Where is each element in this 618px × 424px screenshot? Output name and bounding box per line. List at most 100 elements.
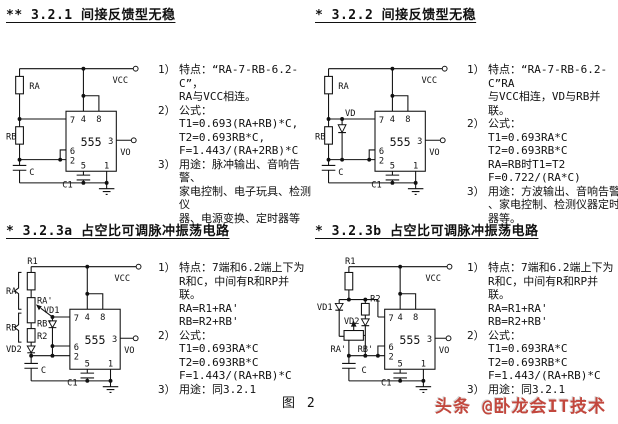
resistor-ra: [15, 75, 24, 95]
pin-8: 8: [96, 115, 101, 125]
label-c: C: [361, 366, 366, 376]
junction-dots: [326, 66, 418, 185]
pin-3: 3: [427, 335, 432, 345]
label-r2: R2: [37, 332, 47, 342]
pin-3: 3: [108, 137, 113, 147]
pin-4: 4: [390, 115, 395, 125]
resistor-r2: [26, 328, 36, 343]
chip-name: 555: [81, 135, 102, 149]
section-header: * 3.2.3b 占空比可调脉冲振荡电路: [315, 224, 539, 239]
brace-rb: [13, 312, 22, 343]
pin-2: 2: [389, 353, 394, 363]
item-number: 3）: [467, 382, 485, 396]
item-number: 2）: [467, 117, 485, 130]
pin-2: 2: [379, 157, 384, 167]
section-header: * 3.2.2 间接反馈型无稳: [315, 8, 477, 23]
circuit-321-schematic: RA RB C C1 VCC VO 555 7 6 2 4 8 3 5 1: [6, 65, 139, 195]
label-vcc: VCC: [425, 274, 441, 284]
pin-8: 8: [405, 115, 410, 125]
resistor-r1: [344, 271, 354, 291]
vcc-terminal: [446, 263, 453, 270]
pin-6: 6: [379, 147, 384, 157]
chip-name: 555: [390, 135, 411, 149]
label-vo: VO: [120, 148, 130, 158]
label-r2: R2: [370, 295, 380, 305]
vo-terminal: [445, 335, 452, 342]
note-item: 2）公式： T1=0.693RA*C T2=0.693RB*C RA=RB时T1…: [467, 117, 618, 185]
label-vo: VO: [124, 346, 134, 356]
junction-dots: [17, 66, 109, 185]
label-c1: C1: [62, 181, 72, 191]
chip-555: [69, 308, 121, 370]
wiper-arrow: [36, 304, 42, 311]
pin-6: 6: [74, 343, 79, 353]
label-rb: RB: [6, 132, 16, 142]
vcc-terminal: [441, 65, 448, 72]
section-3-2-2: * 3.2.2 间接反馈型无稳 RA VD RB C C1 VCC VO: [315, 4, 618, 225]
notes-322: 1）特点：“RA-7-RB-6.2-C”RA 与VCC相连，VD与RB并联。 2…: [467, 57, 618, 225]
resistor-r2: [360, 302, 370, 316]
notes-323b: 1）特点：7端和6.2端上下为 R和C，中间有R和RP并联。 RA=R1+RA'…: [467, 255, 618, 408]
item-number: 1）: [467, 63, 485, 76]
label-vd1: VD1: [317, 303, 333, 313]
item-text: 公式： T1=0.693RA*C T2=0.693RB*C F=1.443/(R…: [488, 328, 601, 383]
pin-5: 5: [390, 161, 395, 171]
note-item: 3）用途：方波输出、音响告警 、家电控制、检测仪器定时 器等。: [467, 185, 618, 226]
item-text: 特点：“RA-7-RB-6.2-C”RA 与VCC相连，VD与RB并联。: [488, 63, 608, 117]
label-ra-prime: RA': [330, 345, 346, 355]
item-number: 3）: [158, 382, 176, 396]
chip-name: 555: [399, 333, 420, 347]
pin-8: 8: [413, 313, 418, 323]
resistor-rb: [15, 126, 24, 145]
label-rb: RB: [315, 132, 325, 142]
section-3-2-3a: * 3.2.3a 占空比可调脉冲振荡电路 R1 RA RA': [6, 220, 311, 408]
section-content: RA RB C C1 VCC VO 555 7 6 2 4 8 3 5 1 1）…: [6, 57, 311, 225]
wires: [321, 68, 443, 195]
label-c: C: [29, 168, 34, 178]
wiper-arrow: [350, 320, 357, 327]
notes-321: 1）特点：“RA-7-RB-6.2-C”， RA与VCC相连。 2）公式： T1…: [158, 57, 311, 225]
pin-4: 4: [81, 115, 86, 125]
label-vcc: VCC: [112, 76, 128, 86]
pin-1: 1: [413, 161, 418, 171]
label-c: C: [41, 366, 46, 376]
pin-7: 7: [70, 116, 75, 126]
item-text: 公式： T1=0.693RA*C T2=0.693RB*C RA=RB时T1=T…: [488, 117, 581, 184]
vo-terminal: [439, 137, 446, 144]
chip-name: 555: [85, 333, 106, 347]
diode-vd: [337, 124, 347, 134]
pin-1: 1: [108, 359, 113, 369]
chip-555: [384, 308, 436, 370]
item-text: 用途：同3.2.1: [488, 382, 566, 396]
section-content: RA VD RB C C1 VCC VO 555 7 6 2 4 8 3 5 1…: [315, 57, 618, 225]
item-text: 用途：脉冲输出、音响告警、 家电控制、电子玩具、检测仪 器、电源变换、定时器等: [179, 157, 311, 225]
circuit-323a-schematic: R1 RA RA' RB' R2 RB VD1 VD2 C C1 VCC VO …: [6, 257, 142, 393]
label-vd: VD: [345, 109, 355, 119]
pin-6: 6: [389, 343, 394, 353]
junction-dots: [346, 264, 426, 383]
item-number: 3）: [467, 184, 485, 198]
label-c1: C1: [381, 379, 391, 389]
pin-3: 3: [417, 137, 422, 147]
label-c: C: [338, 168, 343, 178]
chip-555: [65, 110, 117, 172]
diode-vd2: [26, 345, 36, 354]
item-text: 公式： T1=0.693(RA+RB)*C, T2=0.693RB*C, F=1…: [179, 103, 299, 158]
label-ra-prime: RA': [37, 296, 53, 306]
brace-ra: [13, 271, 22, 310]
note-item: 3）用途：脉冲输出、音响告警、 家电控制、电子玩具、检测仪 器、电源变换、定时器…: [158, 158, 311, 226]
item-text: 用途：同3.2.1: [179, 382, 257, 396]
vo-terminal: [130, 137, 137, 144]
label-rb-brace: RB: [6, 324, 16, 334]
note-item: 1）特点：7端和6.2端上下为 R和C，中间有R和RP并联。 RA=R1+RA'…: [467, 261, 618, 329]
label-c1: C1: [371, 181, 381, 191]
label-c1: C1: [67, 379, 77, 389]
potentiometer-rp: [343, 330, 364, 341]
label-vo: VO: [439, 346, 449, 356]
label-vo: VO: [429, 148, 439, 158]
pin-4: 4: [398, 313, 403, 323]
pin-5: 5: [85, 359, 90, 369]
item-number: 3）: [158, 157, 176, 171]
label-rb-prime: RB': [37, 320, 53, 330]
pin-6: 6: [70, 147, 75, 157]
